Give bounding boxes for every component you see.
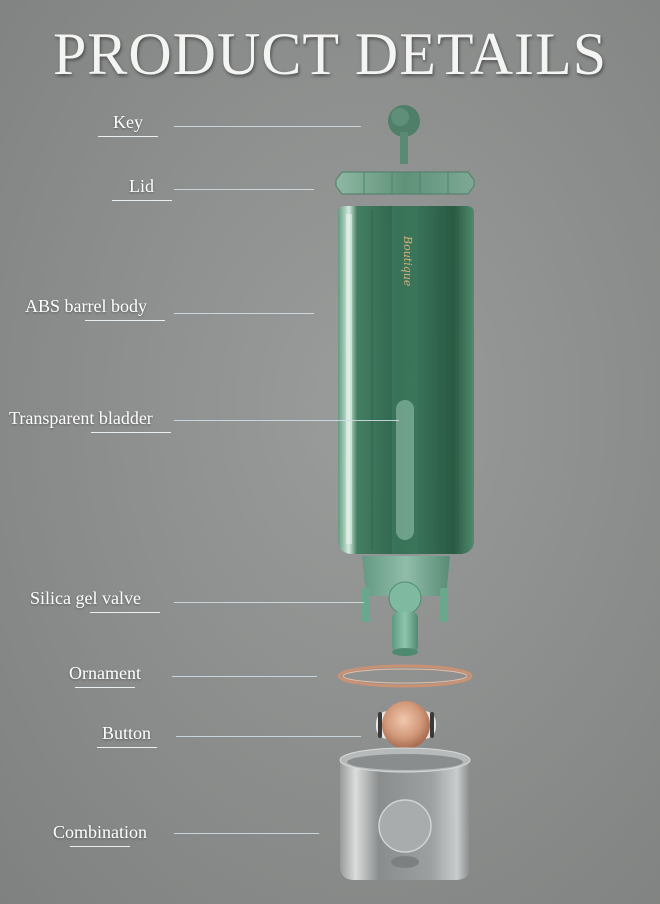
leader-line-valve bbox=[174, 602, 364, 603]
label-barrel-text: ABS barrel body bbox=[25, 296, 147, 316]
lid-part bbox=[335, 171, 475, 195]
leader-line-combination bbox=[174, 833, 319, 834]
label-valve-text: Silica gel valve bbox=[30, 588, 141, 608]
label-valve: Silica gel valve bbox=[30, 588, 160, 613]
barrel-body-part: Boutique bbox=[338, 206, 474, 554]
label-lid: Lid bbox=[111, 176, 172, 201]
leader-line-button bbox=[176, 736, 361, 737]
label-combination: Combination bbox=[53, 822, 147, 847]
label-bladder-text: Transparent bladder bbox=[9, 408, 153, 428]
leader-line-lid bbox=[174, 189, 314, 190]
label-key: Key bbox=[98, 112, 158, 137]
label-barrel: ABS barrel body bbox=[25, 296, 165, 321]
page-title: PRODUCT DETAILS bbox=[52, 21, 608, 87]
label-bladder: Transparent bladder bbox=[9, 408, 171, 433]
ornament-part bbox=[337, 664, 473, 688]
leader-line-key bbox=[174, 126, 361, 127]
label-ornament-text: Ornament bbox=[69, 663, 141, 683]
leader-line-ornament bbox=[172, 676, 317, 677]
label-key-text: Key bbox=[113, 112, 143, 132]
label-button-text: Button bbox=[102, 723, 152, 743]
label-lid-text: Lid bbox=[129, 176, 154, 196]
button-part bbox=[376, 701, 436, 749]
leader-line-bladder bbox=[174, 420, 399, 421]
label-ornament: Ornament bbox=[69, 663, 141, 688]
label-button: Button bbox=[96, 723, 157, 748]
leader-line-barrel bbox=[174, 313, 314, 314]
bladder-window bbox=[396, 400, 414, 540]
label-combination-text: Combination bbox=[53, 822, 147, 842]
brand-logo-text: Boutique bbox=[401, 235, 414, 287]
key-part bbox=[388, 105, 420, 164]
silica-gel-valve-part bbox=[362, 556, 450, 656]
combination-part bbox=[339, 747, 471, 880]
